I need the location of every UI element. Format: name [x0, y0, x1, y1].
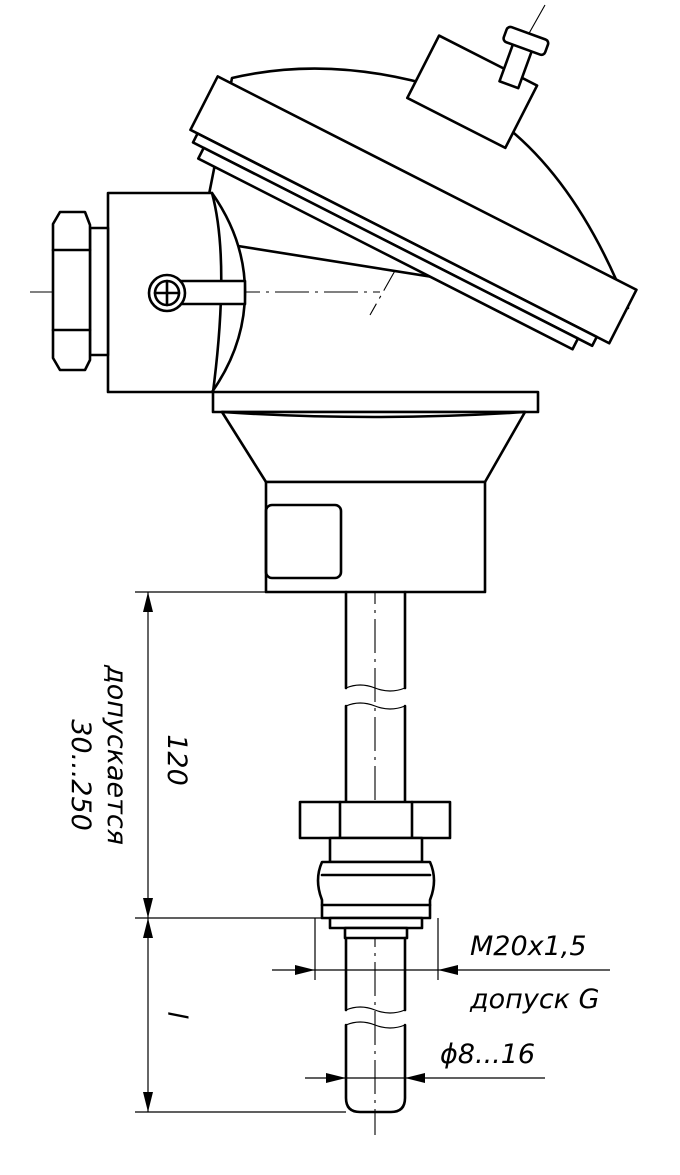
length-upper-tolerance-line2: 30...250	[65, 719, 96, 831]
immersion-tube	[344, 936, 407, 1114]
threaded-fitting	[298, 800, 452, 940]
top-plug	[405, 34, 539, 150]
length-lower-label: l	[161, 1011, 192, 1019]
thread-tolerance-label: допуск G	[469, 984, 599, 1015]
fitting-hex-nut	[298, 800, 452, 840]
head-body-lower	[211, 390, 540, 414]
dimension-lines	[135, 591, 610, 1113]
thread-size-label: M20x1,5	[470, 931, 587, 962]
dimension-labels: 120 допускается 30...250 l M20x1,5 допус…	[65, 664, 599, 1070]
cable-gland-nut	[88, 226, 110, 357]
protective-tube	[344, 590, 407, 804]
length-upper-label: 120	[161, 734, 192, 786]
head-neck	[220, 410, 527, 484]
fitting-thread	[316, 860, 436, 920]
length-upper-tolerance-line1: допускается	[101, 664, 132, 845]
plug-cap	[502, 25, 550, 57]
cable-gland-hex	[51, 210, 92, 372]
stem-block	[264, 480, 487, 594]
diameter-label: ϕ8...16	[440, 1039, 535, 1070]
terminal-head	[51, 25, 638, 484]
